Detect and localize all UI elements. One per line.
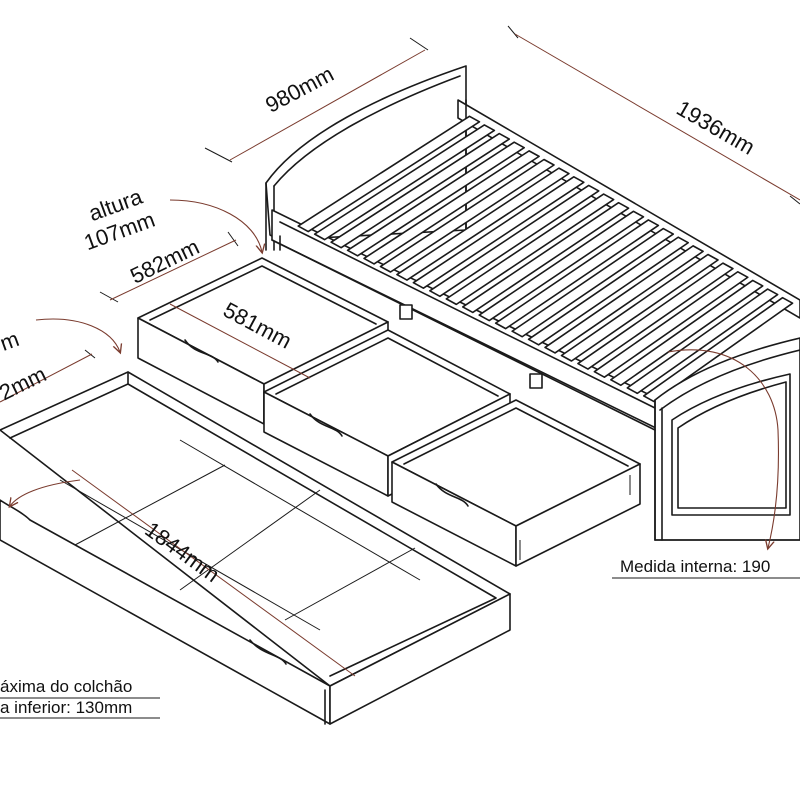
bed-slats — [297, 115, 794, 403]
ext-1936-left — [507, 25, 519, 39]
bed-slat — [527, 236, 689, 346]
bed-slat — [544, 245, 704, 354]
dim-581 — [169, 303, 311, 379]
bed-slat — [379, 158, 555, 273]
rail-bracket-2 — [529, 373, 543, 389]
dim-left-2mm — [0, 353, 93, 403]
ext-582-left — [99, 291, 119, 303]
bed-slat — [577, 262, 734, 370]
bed-slat — [396, 167, 570, 281]
bed-slat — [313, 124, 496, 241]
headboard-inner-curve — [273, 75, 461, 187]
label-left-partial-m: m — [0, 326, 22, 356]
bed-frame — [265, 65, 800, 541]
dimension-lines — [0, 25, 800, 719]
arrow-internal — [667, 349, 779, 548]
label-width-980: 980mm — [261, 61, 338, 118]
bed-slat — [330, 132, 511, 249]
ext-582-right — [227, 231, 239, 247]
dim-1936 — [514, 33, 800, 201]
arrow-left-partial — [35, 318, 120, 352]
bed-base-line — [271, 239, 656, 431]
ext-980-right — [409, 37, 429, 51]
bed-slat — [412, 175, 585, 289]
trundle-seam-3 — [179, 489, 321, 591]
bed-slat — [346, 141, 525, 257]
bed-slat — [642, 296, 794, 403]
footboard-top-curve — [659, 349, 800, 411]
arrow-mattress — [10, 479, 81, 506]
bed-slat — [429, 184, 600, 298]
bed-slat — [494, 219, 660, 330]
trundle — [0, 371, 511, 725]
drawers — [137, 257, 641, 567]
drawer-3-handle — [435, 483, 469, 507]
bed-slat — [297, 115, 481, 233]
bed-slat — [363, 150, 540, 265]
dim-1844 — [71, 469, 356, 677]
drawer-3 — [391, 399, 641, 567]
trundle-seam-4 — [74, 464, 226, 546]
bed-slat — [626, 288, 779, 395]
rail-bracket — [399, 304, 413, 320]
bed-slat — [445, 193, 615, 306]
trundle-front-handle — [249, 639, 287, 665]
bed-slat — [560, 253, 719, 362]
bed-slat — [511, 227, 675, 338]
drawer-2-handle — [309, 413, 343, 437]
bed-slat — [593, 270, 749, 378]
label-mattress-note-1: áxima do colchão — [0, 677, 132, 696]
ext-980-left — [204, 147, 233, 163]
bed-slat — [478, 210, 645, 322]
drawer-3-side — [515, 463, 641, 567]
drawer-2-inner — [275, 337, 499, 397]
label-mattress-note-2: a inferior: 130mm — [0, 698, 132, 717]
dim-980 — [229, 49, 426, 161]
ext-1936-right — [789, 195, 800, 205]
bed-slat — [610, 279, 764, 387]
dim-582 — [109, 239, 237, 301]
trundle-seam-2 — [179, 439, 421, 581]
arrow-height — [169, 199, 262, 252]
trundle-seam-5 — [284, 547, 416, 621]
trundle-seam-1 — [59, 479, 321, 631]
bed-slat — [461, 201, 630, 314]
label-internal-measure: Medida interna: 190 — [620, 557, 770, 576]
trundle-inner — [9, 383, 497, 677]
drawer-3-inner — [403, 407, 629, 467]
footboard-panel-inner — [677, 381, 787, 509]
label-drawer-width-582: 582mm — [126, 234, 203, 289]
drawer-1-handle — [184, 339, 219, 363]
drawer-1-inner — [149, 265, 377, 325]
label-left-partial-2mm: 2mm — [0, 361, 50, 405]
ext-left-2mm — [84, 349, 96, 359]
trundle-side — [329, 593, 511, 725]
front-rail-inner — [279, 221, 656, 409]
footboard-panel — [671, 373, 791, 516]
label-length-1936: 1936mm — [672, 95, 759, 159]
back-rail — [457, 99, 800, 319]
